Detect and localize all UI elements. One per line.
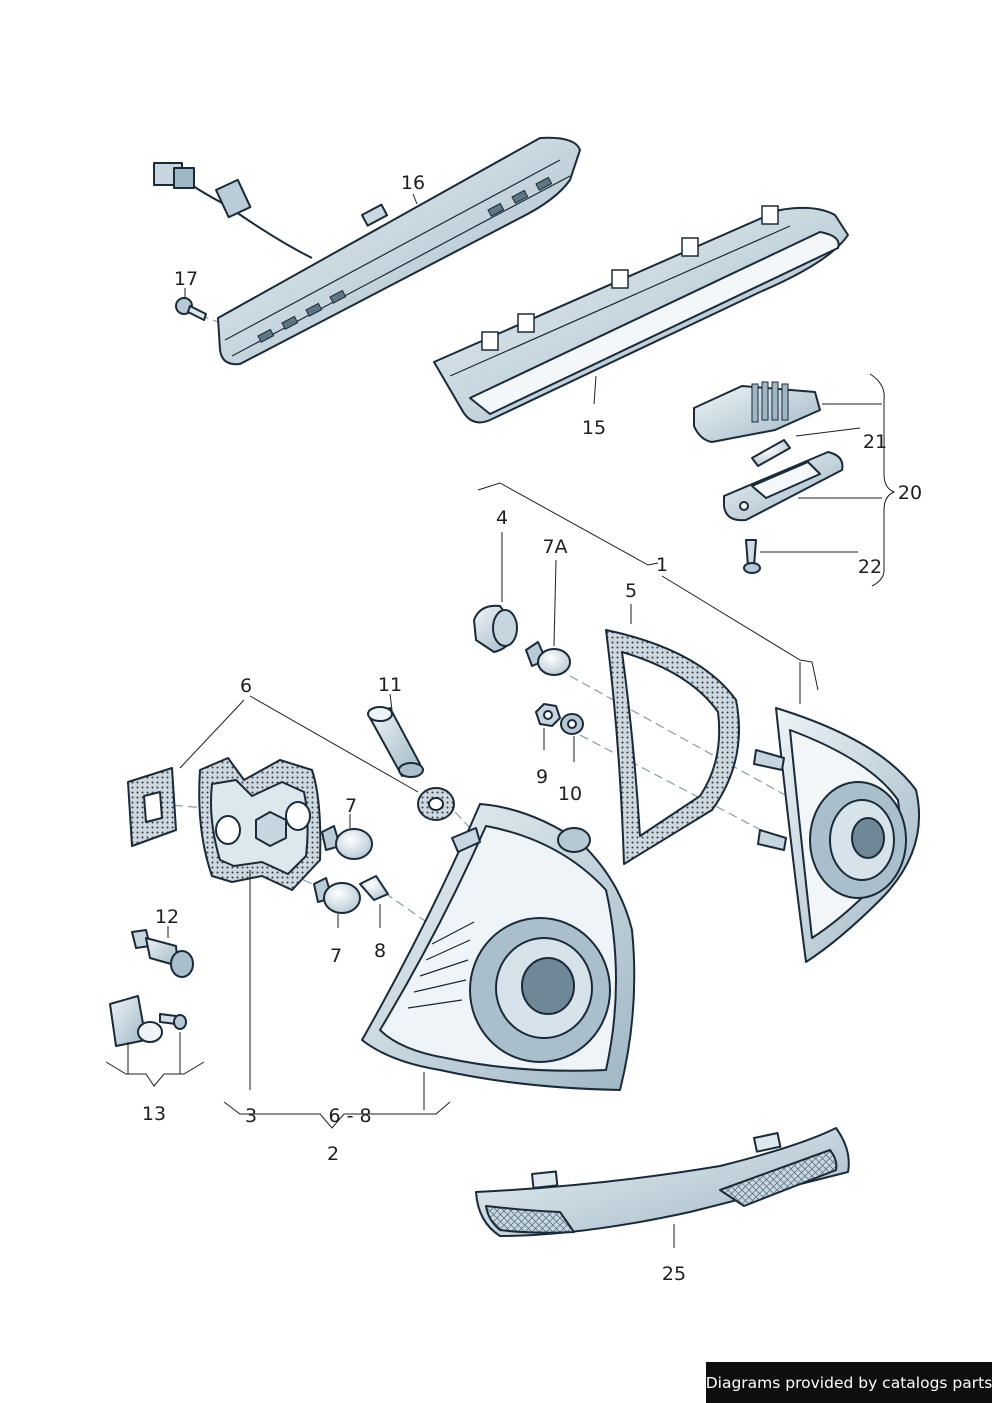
nut-9 [535,703,561,727]
label-20: 20 [898,482,922,504]
grommet-6 [417,787,455,821]
label-11: 11 [378,674,402,696]
bulb-7-lower [313,877,361,914]
bulb-7-upper [321,825,373,860]
label-6-upper: 6 [240,675,252,697]
label-5: 5 [625,580,637,602]
label-9: 9 [536,766,548,788]
label-10: 10 [558,783,582,805]
inner-tail-light-1 [753,707,920,963]
spacer-11 [367,706,424,778]
label-7-lower: 7 [330,945,342,967]
label-4: 4 [496,507,508,529]
bulb-8 [359,875,389,901]
third-brake-light-16 [153,136,581,366]
label-1: 1 [656,554,668,576]
label-7A: 7A [542,536,567,558]
label-3: 3 [245,1105,257,1127]
licence-plate-lamp-20 [693,381,821,443]
label-21: 21 [863,431,887,453]
label-6-8: 6 - 8 [328,1105,371,1127]
label-16: 16 [401,172,425,194]
gasket-5 [605,629,740,865]
bulb-holder-4 [473,604,518,653]
label-25: 25 [662,1263,686,1285]
label-12: 12 [155,906,179,928]
leader-lines [105,193,896,1248]
label-13: 13 [142,1103,166,1125]
festoon-bulb-21 [751,439,791,467]
holder-13 [109,995,187,1047]
credit-banner: Diagrams provided by catalogs parts [706,1362,992,1403]
screw-17 [175,297,207,321]
label-2: 2 [327,1143,339,1165]
label-7-upper: 7 [345,795,357,817]
screw-22 [743,539,761,574]
label-15: 15 [582,417,606,439]
washer-10 [560,713,584,735]
socket-12 [131,929,194,978]
bulb-carrier-3 [198,757,322,891]
bulb-7A [525,641,571,676]
reflector-25 [475,1127,850,1237]
label-17: 17 [174,268,198,290]
label-22: 22 [858,556,882,578]
label-8: 8 [374,940,386,962]
gasket-6-square [127,767,177,847]
lamp-lens-housing [723,451,844,522]
position-labels: 16 17 15 21 20 22 4 7A 1 5 6 11 9 10 7 1… [142,172,922,1285]
third-brake-light-15 [433,205,849,424]
outer-tail-light-2 [361,803,636,1091]
